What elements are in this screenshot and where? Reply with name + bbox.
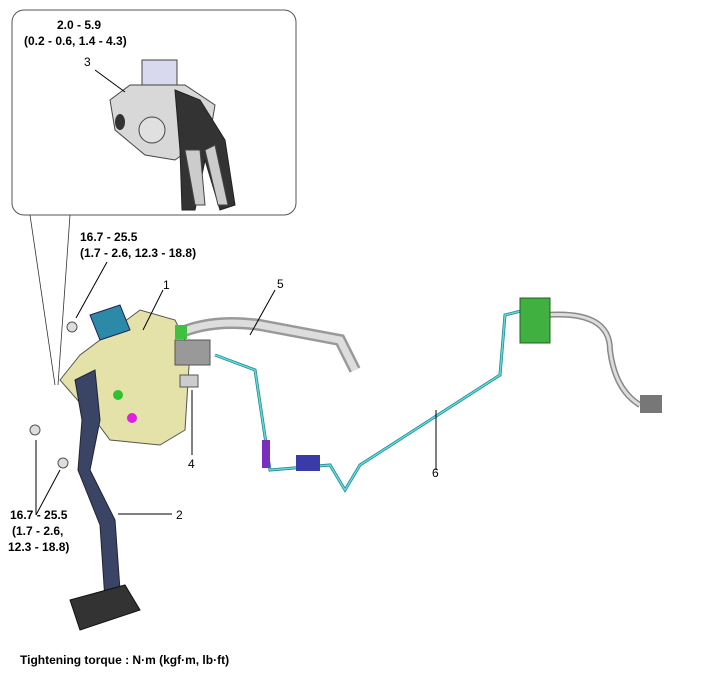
inset-leader-line (57, 214, 71, 386)
torque-legend: Tightening torque : N·m (kgf·m, lb·ft) (20, 653, 230, 667)
inset-torque-alt: (0.2 - 0.6, 1.4 - 4.3) (24, 34, 127, 48)
part-label-4: 4 (188, 457, 195, 471)
lower-bolt-torque-alt-2: 12.3 - 18.8) (8, 540, 70, 554)
part-label-6: 6 (432, 466, 439, 480)
pedal-pad (69, 584, 141, 631)
top-bolt-torque-alt: (1.7 - 2.6, 12.3 - 18.8) (80, 246, 197, 260)
clutch-tube-6 (214, 308, 526, 493)
part-label-5: 5 (277, 277, 284, 291)
nut (57, 457, 69, 469)
part-label-1: 1 (163, 278, 170, 292)
pedal-position-sensor (109, 59, 236, 211)
lower-bolt-torque: 16.7 - 25.5 (10, 508, 68, 522)
hose-connector (640, 395, 662, 413)
leader-3 (94, 69, 126, 93)
lower-bolt-torque-alt-1: (1.7 - 2.6, (12, 524, 64, 538)
inset-leader-line (29, 214, 56, 386)
master-cylinder (174, 339, 211, 366)
inset-torque: 2.0 - 5.9 (57, 18, 102, 32)
clutch-switch-4 (179, 374, 199, 388)
concentric-slave-bracket (519, 297, 551, 344)
top-bolt-torque: 16.7 - 25.5 (80, 230, 138, 244)
inset-frame (11, 9, 297, 216)
tube-clip (262, 440, 270, 468)
part-label-2: 2 (176, 508, 183, 522)
leader-lines (35, 261, 437, 516)
nut (29, 424, 41, 436)
part-label-3: 3 (84, 55, 91, 69)
tube-bracket (296, 455, 320, 471)
nut (66, 321, 78, 333)
bracket-plate (89, 304, 131, 341)
